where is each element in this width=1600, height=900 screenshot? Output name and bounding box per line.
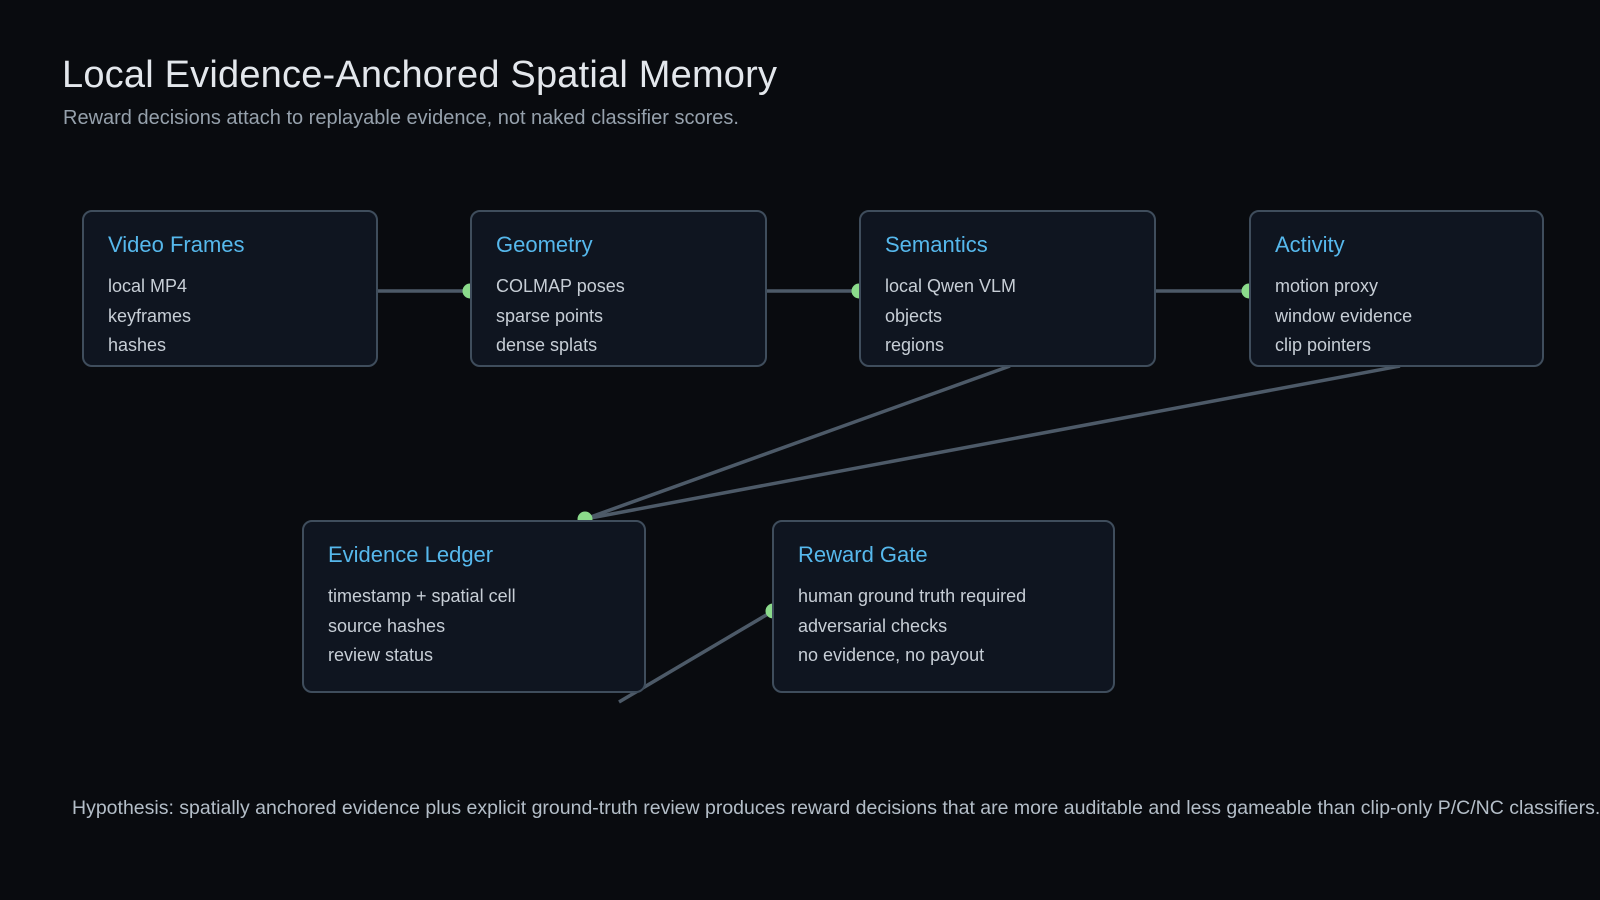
node-detail: review status [328, 645, 434, 665]
page-title: Local Evidence-Anchored Spatial Memory [62, 54, 778, 96]
node-detail: COLMAP poses [496, 276, 625, 296]
node-title: Geometry [496, 232, 593, 257]
page-subtitle: Reward decisions attach to replayable ev… [63, 107, 739, 129]
edge-activity-evidence-ledger [584, 364, 1401, 521]
node-detail: adversarial checks [798, 615, 948, 636]
node-detail: keyframes [108, 305, 192, 326]
node-detail: human ground truth required [798, 586, 1027, 606]
node-activity: Activity motion proxy window evidence cl… [1249, 210, 1544, 367]
node-detail: window evidence [1275, 305, 1413, 326]
edge-semantics-evidence-ledger [584, 364, 1011, 521]
node-title: Evidence Ledger [328, 542, 494, 567]
node-geometry: Geometry COLMAP poses sparse points dens… [470, 210, 767, 367]
node-detail: hashes [108, 335, 167, 355]
node-title: Semantics [885, 232, 988, 257]
node-title: Activity [1275, 232, 1345, 257]
node-detail: local MP4 [108, 276, 188, 296]
node-detail: motion proxy [1275, 276, 1379, 296]
node-detail: clip pointers [1275, 335, 1372, 355]
node-detail: local Qwen VLM [885, 276, 1017, 296]
node-detail: source hashes [328, 615, 446, 636]
node-detail: timestamp + spatial cell [328, 586, 516, 606]
node-detail: objects [885, 305, 943, 326]
node-video-frames: Video Frames local MP4 keyframes hashes [82, 210, 378, 367]
node-evidence-ledger: Evidence Ledger timestamp + spatial cell… [302, 520, 646, 693]
node-title: Video Frames [108, 232, 245, 257]
hypothesis-note: Hypothesis: spatially anchored evidence … [72, 797, 1600, 819]
node-title: Reward Gate [798, 542, 928, 567]
node-detail: sparse points [496, 305, 604, 326]
node-detail: regions [885, 335, 945, 355]
node-semantics: Semantics local Qwen VLM objects regions [859, 210, 1156, 367]
node-detail: no evidence, no payout [798, 645, 985, 665]
node-detail: dense splats [496, 335, 598, 355]
node-reward-gate: Reward Gate human ground truth required … [772, 520, 1115, 693]
